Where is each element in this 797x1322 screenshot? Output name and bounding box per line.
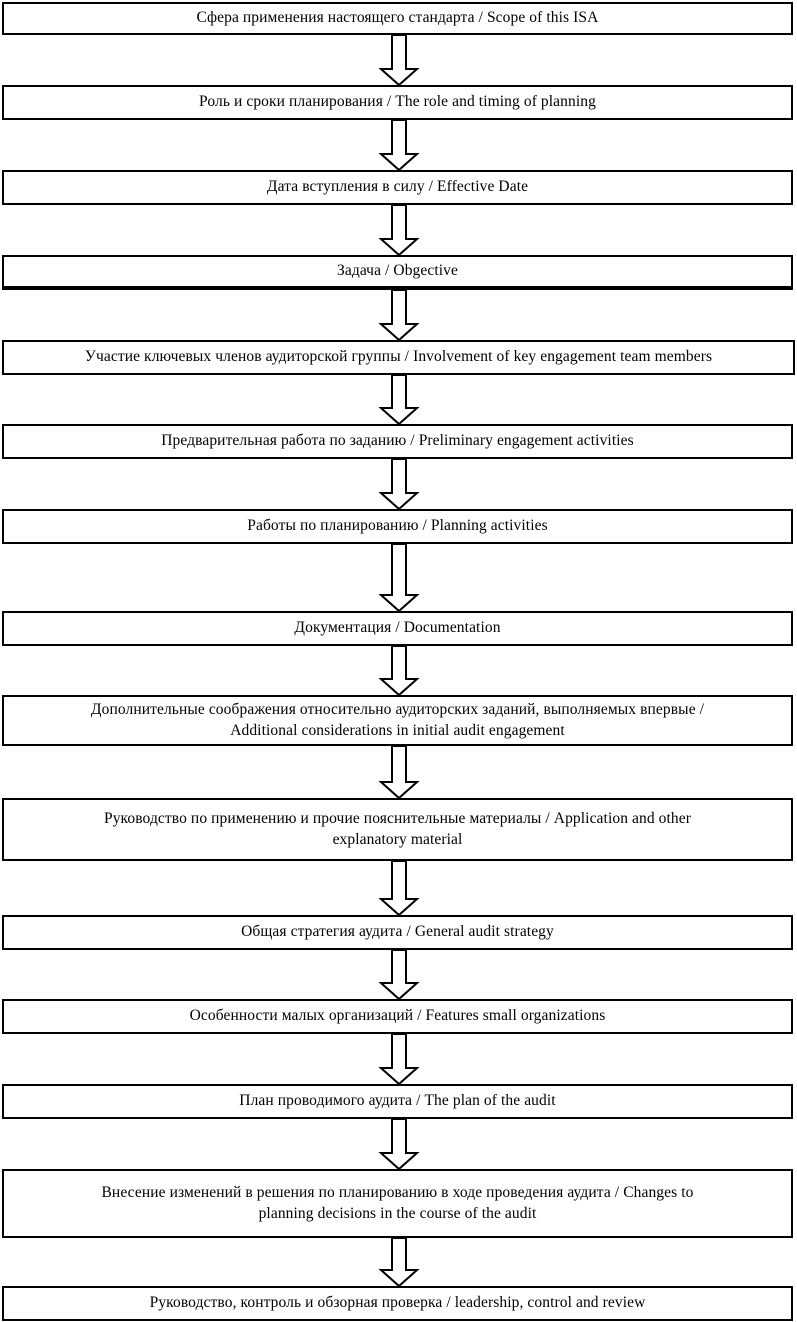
process-node-planning-activities: Работы по планированию / Planning activi…	[2, 509, 793, 544]
process-node-label: Руководство, контроль и обзорная проверк…	[149, 1294, 646, 1312]
down-block-arrow-icon	[377, 34, 420, 87]
connector-arrow-13	[377, 1118, 420, 1171]
process-node-label: План проводимого аудита / The plan of th…	[239, 1092, 556, 1110]
process-node-initial-audit: Дополнительные соображения относительно …	[2, 695, 793, 746]
down-block-arrow-icon	[377, 1237, 420, 1288]
process-node-label: Роль и сроки планирования / The role and…	[199, 93, 596, 111]
process-node-label: Дата вступления в силу / Effective Date	[266, 178, 529, 196]
process-node-label: Задача / Obgective	[336, 262, 459, 280]
down-block-arrow-icon	[377, 1033, 420, 1086]
connector-arrow-6	[377, 458, 420, 511]
down-block-arrow-icon	[377, 745, 420, 800]
down-block-arrow-icon	[377, 645, 420, 697]
connector-arrow-11	[377, 949, 420, 1001]
down-block-arrow-icon	[377, 204, 420, 257]
down-block-arrow-icon	[377, 458, 420, 511]
process-node-label: Документация / Documentation	[294, 619, 501, 637]
process-node-label: Участие ключевых членов аудиторской груп…	[84, 348, 713, 366]
process-node-changes-planning: Внесение изменений в решения по планиров…	[2, 1169, 793, 1238]
down-block-arrow-icon	[377, 949, 420, 1001]
process-node-preliminary: Предварительная работа по заданию / Prel…	[2, 424, 793, 459]
down-block-arrow-icon	[377, 289, 420, 342]
process-node-leadership-review: Руководство, контроль и обзорная проверк…	[2, 1286, 793, 1321]
process-node-label: Дополнительные соображения относительно …	[90, 701, 705, 739]
process-node-scope: Сфера применения настоящего стандарта / …	[2, 2, 793, 35]
connector-arrow-2	[377, 119, 420, 172]
process-node-label: Предварительная работа по заданию / Prel…	[161, 432, 634, 450]
process-node-documentation: Документация / Documentation	[2, 611, 793, 646]
connector-arrow-4	[377, 289, 420, 342]
process-node-general-strategy: Общая стратегия аудита / General audit s…	[2, 915, 793, 950]
process-node-label: Работы по планированию / Planning activi…	[247, 517, 548, 535]
connector-arrow-1	[377, 34, 420, 87]
down-block-arrow-icon	[377, 119, 420, 172]
process-node-label: Сфера применения настоящего стандарта / …	[196, 9, 599, 27]
process-node-role-timing: Роль и сроки планирования / The role and…	[2, 85, 793, 120]
down-block-arrow-icon	[377, 374, 420, 426]
process-node-application-material: Руководство по применению и прочие поясн…	[2, 798, 793, 861]
process-node-label: Общая стратегия аудита / General audit s…	[241, 923, 554, 941]
process-node-label: Руководство по применению и прочие поясн…	[103, 810, 692, 848]
connector-arrow-10	[377, 860, 420, 917]
connector-arrow-8	[377, 645, 420, 697]
connector-arrow-14	[377, 1237, 420, 1288]
process-node-label: Особенности малых организаций / Features…	[189, 1007, 606, 1025]
connector-arrow-5	[377, 374, 420, 426]
process-node-audit-plan: План проводимого аудита / The plan of th…	[2, 1084, 793, 1119]
down-block-arrow-icon	[377, 543, 420, 613]
connector-arrow-9	[377, 745, 420, 800]
connector-arrow-7	[377, 543, 420, 613]
down-block-arrow-icon	[377, 1118, 420, 1171]
process-node-small-organizations: Особенности малых организаций / Features…	[2, 999, 793, 1034]
down-block-arrow-icon	[377, 860, 420, 917]
connector-arrow-12	[377, 1033, 420, 1086]
process-node-effective-date: Дата вступления в силу / Effective Date	[2, 170, 793, 205]
process-node-label: Внесение изменений в решения по планиров…	[101, 1184, 694, 1222]
process-node-objective: Задача / Obgective	[2, 255, 793, 290]
process-node-key-members: Участие ключевых членов аудиторской груп…	[2, 340, 795, 375]
connector-arrow-3	[377, 204, 420, 257]
